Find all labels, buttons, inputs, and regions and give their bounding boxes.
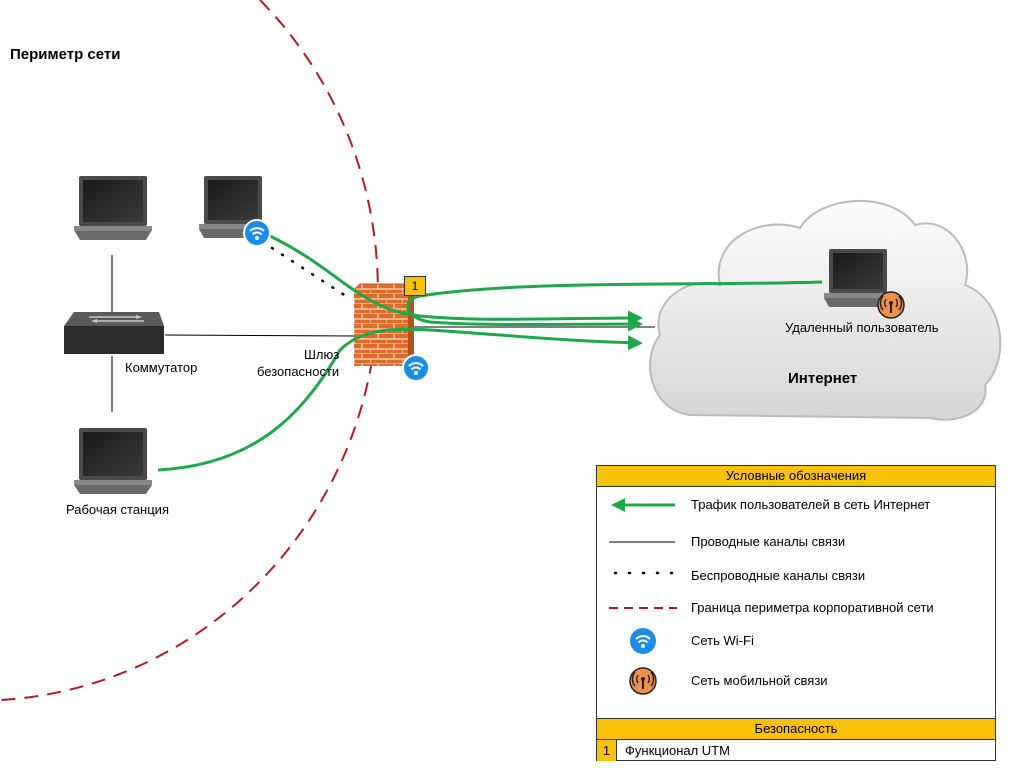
gateway-label-line2: безопасности (257, 364, 340, 379)
security-item-label: Функционал UTM (625, 743, 730, 758)
solid-line-icon (609, 541, 675, 543)
internet-cloud (649, 199, 1002, 421)
legend-label: Беспроводные каналы связи (691, 568, 866, 583)
mobile-network-icon (877, 291, 905, 319)
remote-user-label: Удаленный пользователь (785, 320, 939, 335)
wifi-laptop-icon (199, 176, 267, 238)
security-item-number: 1 (597, 740, 617, 761)
legend-label: Трафик пользователей в сеть Интернет (691, 497, 931, 512)
dashed-line-icon (609, 607, 677, 609)
traffic-wifi-laptop (269, 234, 643, 326)
laptop-icon (74, 176, 152, 240)
perimeter-title: Периметр сети (10, 46, 121, 63)
remote-laptop-icon (824, 249, 892, 307)
wifi-icon (243, 219, 271, 247)
legend-title: Условные обозначения (597, 466, 995, 487)
security-badge: 1 (404, 276, 426, 296)
security-item: 1 Функционал UTM (597, 739, 995, 761)
legend-label: Граница периметра корпоративной сети (691, 600, 934, 615)
wired-link-switch-gateway (164, 334, 356, 337)
green-arrow-icon (611, 498, 675, 512)
legend-label: Сеть мобильной связи (691, 673, 828, 688)
dotted-line-icon (613, 571, 675, 575)
legend-label: Проводные каналы связи (691, 534, 846, 549)
legend-item-traffic: Трафик пользователей в сеть Интернет (597, 490, 995, 520)
legend: Условные обозначения Трафик пользователе… (596, 465, 996, 761)
gateway-label: Шлюз безопасности (257, 346, 339, 380)
wireless-link (270, 246, 354, 302)
traffic-remote-user (406, 280, 823, 332)
switch-icon (64, 312, 164, 354)
legend-item-mobile: Сеть мобильной связи (597, 666, 995, 696)
wifi-icon (630, 628, 656, 654)
legend-item-wireless: Беспроводные каналы связи (597, 561, 995, 591)
wifi-icon (402, 354, 430, 382)
workstation-label: Рабочая станция (66, 502, 169, 517)
legend-label: Сеть Wi-Fi (691, 633, 754, 648)
legend-item-wifi: Сеть Wi-Fi (597, 626, 995, 656)
security-title: Безопасность (597, 718, 995, 740)
legend-item-wired: Проводные каналы связи (597, 527, 995, 557)
switch-label: Коммутатор (125, 360, 198, 375)
legend-item-perimeter: Граница периметра корпоративной сети (597, 593, 995, 623)
workstation-icon (74, 428, 152, 494)
perimeter-boundary (0, 0, 379, 701)
traffic-workstation (157, 327, 643, 472)
gateway-label-line1: Шлюз (303, 347, 340, 362)
mobile-network-icon (629, 667, 657, 695)
internet-label: Интернет (788, 370, 858, 387)
